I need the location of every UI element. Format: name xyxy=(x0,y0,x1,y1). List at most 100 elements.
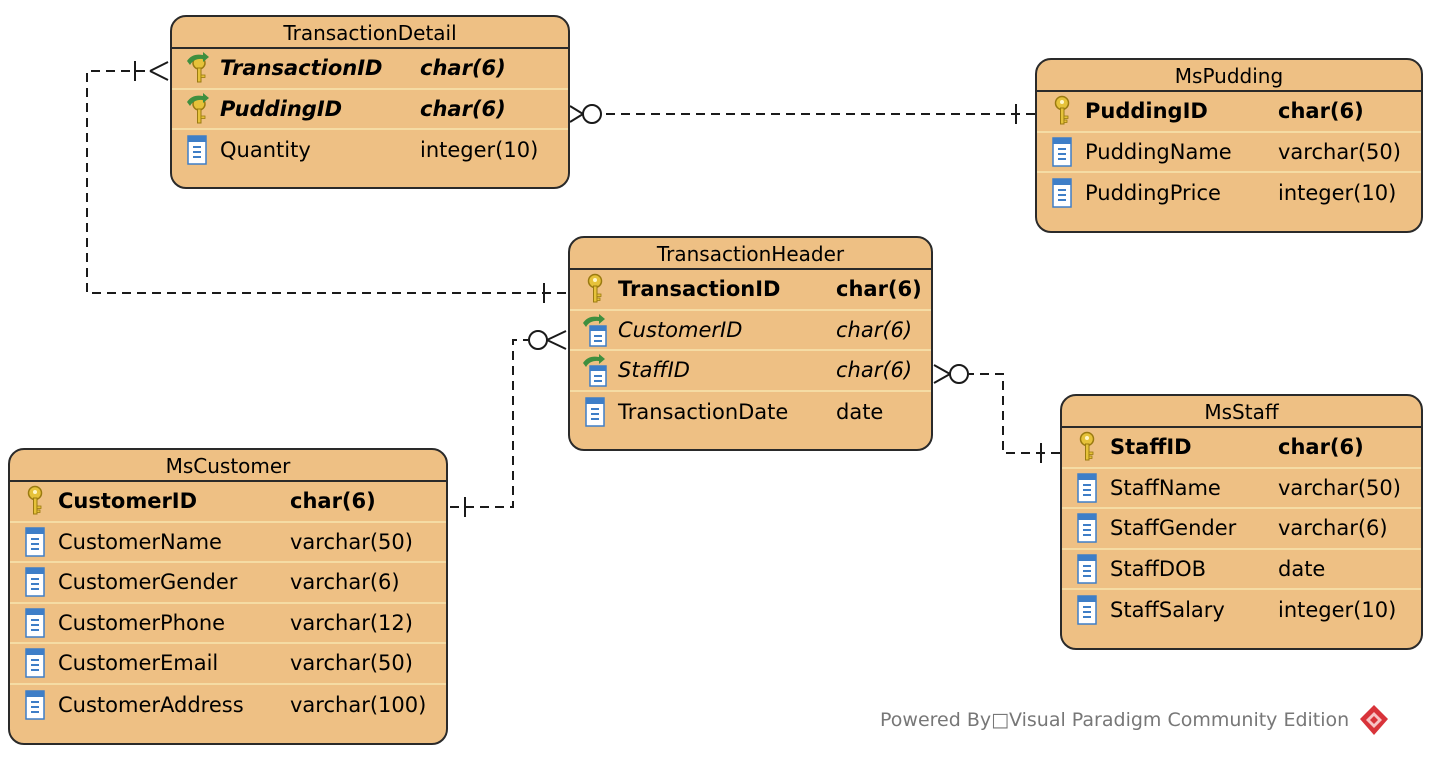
column-row[interactable]: CustomerGender varchar(6) xyxy=(10,563,446,604)
column-type: integer(10) xyxy=(1278,181,1397,206)
column-icon xyxy=(1074,471,1100,505)
column-row[interactable]: TransactionID char(6) xyxy=(172,49,568,90)
column-type: char(6) xyxy=(836,358,913,383)
entity-title: MsStaff xyxy=(1062,396,1421,428)
entity-title: MsPudding xyxy=(1037,60,1421,92)
column-row[interactable]: PuddingName varchar(50) xyxy=(1037,133,1421,173)
column-type: char(6) xyxy=(290,489,376,514)
column-type: char(6) xyxy=(836,317,913,342)
primary-key-icon xyxy=(1049,94,1075,128)
column-type: char(6) xyxy=(1278,435,1364,460)
entity-title: TransactionHeader xyxy=(570,238,931,270)
rel-staff-header-line xyxy=(969,373,1060,454)
powered-by-footer: Powered By□Visual Paradigm Community Edi… xyxy=(880,703,1391,737)
column-row[interactable]: StaffGender varchar(6) xyxy=(1062,509,1421,550)
column-name: CustomerAddress xyxy=(58,692,244,717)
column-icon xyxy=(22,688,48,722)
foreign-key-icon xyxy=(582,353,608,387)
column-name: TransactionID xyxy=(618,277,781,302)
column-icon xyxy=(22,646,48,680)
entity-title: TransactionDetail xyxy=(172,17,568,49)
column-name: TransactionID xyxy=(220,56,383,81)
entity-ms-pudding[interactable]: MsPudding PuddingID char(6) PuddingName var… xyxy=(1035,58,1423,233)
column-icon xyxy=(1049,135,1075,169)
column-type: date xyxy=(836,399,884,424)
zero-circle-marker xyxy=(949,364,969,384)
primary-foreign-key-icon xyxy=(184,51,210,85)
zero-circle-marker xyxy=(528,330,548,350)
column-name: StaffGender xyxy=(1110,516,1237,541)
rel-header-detail-line xyxy=(86,70,566,294)
column-type: date xyxy=(1278,556,1326,581)
zero-circle-marker xyxy=(582,104,602,124)
column-type: char(6) xyxy=(1278,99,1364,124)
column-icon xyxy=(1074,593,1100,627)
column-type: varchar(12) xyxy=(290,610,413,635)
column-type: varchar(100) xyxy=(290,692,427,717)
column-row[interactable]: CustomerEmail varchar(50) xyxy=(10,644,446,685)
column-name: PuddingName xyxy=(1085,139,1232,164)
column-name: Quantity xyxy=(220,138,311,163)
column-icon xyxy=(582,395,608,429)
column-name: PuddingID xyxy=(220,96,343,121)
column-type: varchar(6) xyxy=(1278,516,1388,541)
column-row[interactable]: CustomerPhone varchar(12) xyxy=(10,604,446,644)
column-type: varchar(50) xyxy=(1278,139,1401,164)
entity-title: MsCustomer xyxy=(10,450,446,482)
column-row[interactable]: PuddingID char(6) xyxy=(1037,92,1421,133)
rel-customer-header-line xyxy=(450,339,528,508)
footer-text: Powered By□Visual Paradigm Community Edi… xyxy=(880,709,1350,731)
column-row[interactable]: StaffDOB date xyxy=(1062,550,1421,590)
column-type: varchar(6) xyxy=(290,570,400,595)
column-type: char(6) xyxy=(420,56,506,81)
column-icon xyxy=(22,525,48,559)
column-name: CustomerGender xyxy=(58,570,238,595)
crowsfoot-marker xyxy=(569,105,584,123)
column-icon xyxy=(184,133,210,167)
column-type: integer(10) xyxy=(420,138,539,163)
column-row[interactable]: PuddingID char(6) xyxy=(172,90,568,130)
crowsfoot-marker xyxy=(933,364,951,384)
column-icon xyxy=(1074,511,1100,545)
column-row[interactable]: StaffID char(6) xyxy=(1062,428,1421,469)
column-row[interactable]: CustomerID char(6) xyxy=(570,311,931,351)
column-row[interactable]: CustomerAddress varchar(100) xyxy=(10,685,446,726)
column-type: char(6) xyxy=(420,96,506,121)
column-type: varchar(50) xyxy=(290,529,413,554)
column-icon xyxy=(1049,176,1075,210)
column-icon xyxy=(22,565,48,599)
column-row[interactable]: Quantity integer(10) xyxy=(172,130,568,171)
column-name: CustomerEmail xyxy=(58,651,219,676)
primary-key-icon xyxy=(582,272,608,306)
column-row[interactable]: CustomerName varchar(50) xyxy=(10,523,446,563)
column-icon xyxy=(22,606,48,640)
column-name: StaffID xyxy=(618,358,690,383)
column-row[interactable]: StaffID char(6) xyxy=(570,351,931,392)
column-name: StaffID xyxy=(1110,435,1192,460)
column-row[interactable]: TransactionDate date xyxy=(570,392,931,433)
column-icon xyxy=(1074,552,1100,586)
column-name: StaffDOB xyxy=(1110,556,1207,581)
entity-ms-customer[interactable]: MsCustomer CustomerID char(6) CustomerName… xyxy=(8,448,448,745)
column-row[interactable]: CustomerID char(6) xyxy=(10,482,446,523)
column-type: integer(10) xyxy=(1278,598,1397,623)
column-type: varchar(50) xyxy=(290,651,413,676)
column-name: TransactionDate xyxy=(618,399,789,424)
primary-key-icon xyxy=(22,484,48,518)
column-name: PuddingID xyxy=(1085,99,1208,124)
column-name: CustomerID xyxy=(618,317,743,342)
visual-paradigm-logo-icon xyxy=(1360,705,1389,735)
crowsfoot-marker xyxy=(546,330,567,350)
column-type: varchar(50) xyxy=(1278,475,1401,500)
column-name: CustomerPhone xyxy=(58,610,226,635)
column-name: CustomerID xyxy=(58,489,198,514)
column-name: CustomerName xyxy=(58,529,222,554)
